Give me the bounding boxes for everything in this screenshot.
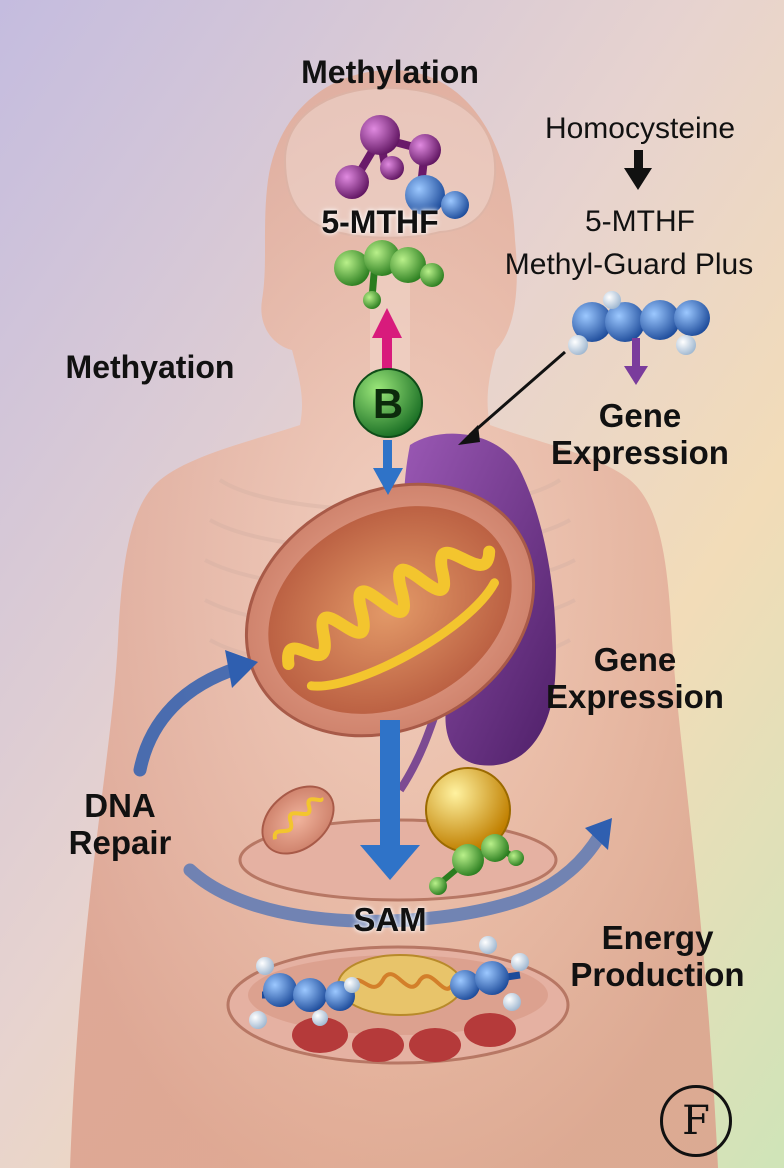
- label-methyl-guard-plus: Methyl-Guard Plus: [504, 248, 754, 281]
- atom-blue-r4: [674, 300, 710, 336]
- atom-green-4: [420, 263, 444, 287]
- dna-repair-line1: DNA: [84, 787, 156, 824]
- label-methyation: Methyation: [65, 349, 235, 385]
- b-marker: [353, 368, 423, 438]
- mitochondrion-small: [261, 785, 335, 855]
- label-methylation: Methylation: [301, 54, 479, 90]
- arrow-curve-dna-to-mito: [133, 661, 245, 777]
- label-5mthf-right: 5-MTHF: [585, 205, 695, 238]
- label-energy-production: Energy Production: [545, 919, 770, 994]
- arrow-black-diagonal: [458, 350, 566, 445]
- label-gene-expression-mid: Gene Expression: [520, 641, 750, 716]
- atom-purple-4: [380, 156, 404, 180]
- label-gene-expression-top: Gene Expression: [525, 397, 755, 472]
- arrow-curve-to-energy: [183, 828, 607, 928]
- gene-expression-mid-line2: Expression: [546, 677, 724, 715]
- atom-green-s2: [481, 834, 509, 862]
- arrow-magenta-up: [372, 308, 402, 373]
- atom-purple-1: [360, 115, 400, 155]
- b-marker-label: B: [373, 380, 403, 427]
- arrow-blue-down-small: [373, 440, 403, 495]
- molecule-blue-bottom-right: [450, 936, 529, 1011]
- atom-green-1: [334, 250, 370, 286]
- arrow-black-homocysteine: [624, 150, 652, 190]
- atom-blue-r2: [605, 302, 645, 342]
- label-sam: SAM: [353, 901, 427, 938]
- corner-badge: F: [660, 1085, 732, 1157]
- atom-white-r1: [568, 335, 588, 355]
- atom-green-s1: [452, 844, 484, 876]
- gene-expression-mid-line1: Gene: [593, 641, 677, 678]
- atom-blue-r3: [640, 300, 680, 340]
- atom-purple-3: [335, 165, 369, 199]
- atom-white-r2: [603, 291, 621, 309]
- arrow-purple-down: [624, 338, 648, 385]
- energy-production-line1: Energy: [601, 919, 714, 956]
- atom-white-r3: [676, 335, 696, 355]
- label-homocysteine: Homocysteine: [544, 112, 736, 145]
- atom-green-s4: [508, 850, 524, 866]
- atom-purple-2: [409, 134, 441, 166]
- arrow-blue-down-large: [360, 720, 420, 880]
- gene-expression-top-line2: Expression: [551, 433, 729, 471]
- atom-blue-head-2: [441, 191, 469, 219]
- gene-expression-top-line1: Gene: [598, 397, 682, 434]
- red-blood-cells: [292, 1013, 516, 1062]
- label-dna-repair: DNA Repair: [40, 787, 200, 862]
- atom-green-3: [390, 247, 426, 283]
- atom-green-5: [363, 291, 381, 309]
- mitochondrion-large: [244, 482, 536, 738]
- label-5mthf-head: 5-MTHF: [321, 204, 439, 240]
- energy-production-line2: Production: [570, 955, 745, 993]
- arrow-curve-dna-to-mito-head: [225, 650, 258, 688]
- atom-blue-r1: [572, 302, 612, 342]
- atom-blue-head-1: [405, 175, 445, 215]
- arrow-curve-to-energy-head: [585, 818, 612, 850]
- dna-repair-line2: Repair: [68, 823, 172, 861]
- atom-green-s3: [429, 877, 447, 895]
- molecule-blue-bottom-left: [249, 957, 360, 1029]
